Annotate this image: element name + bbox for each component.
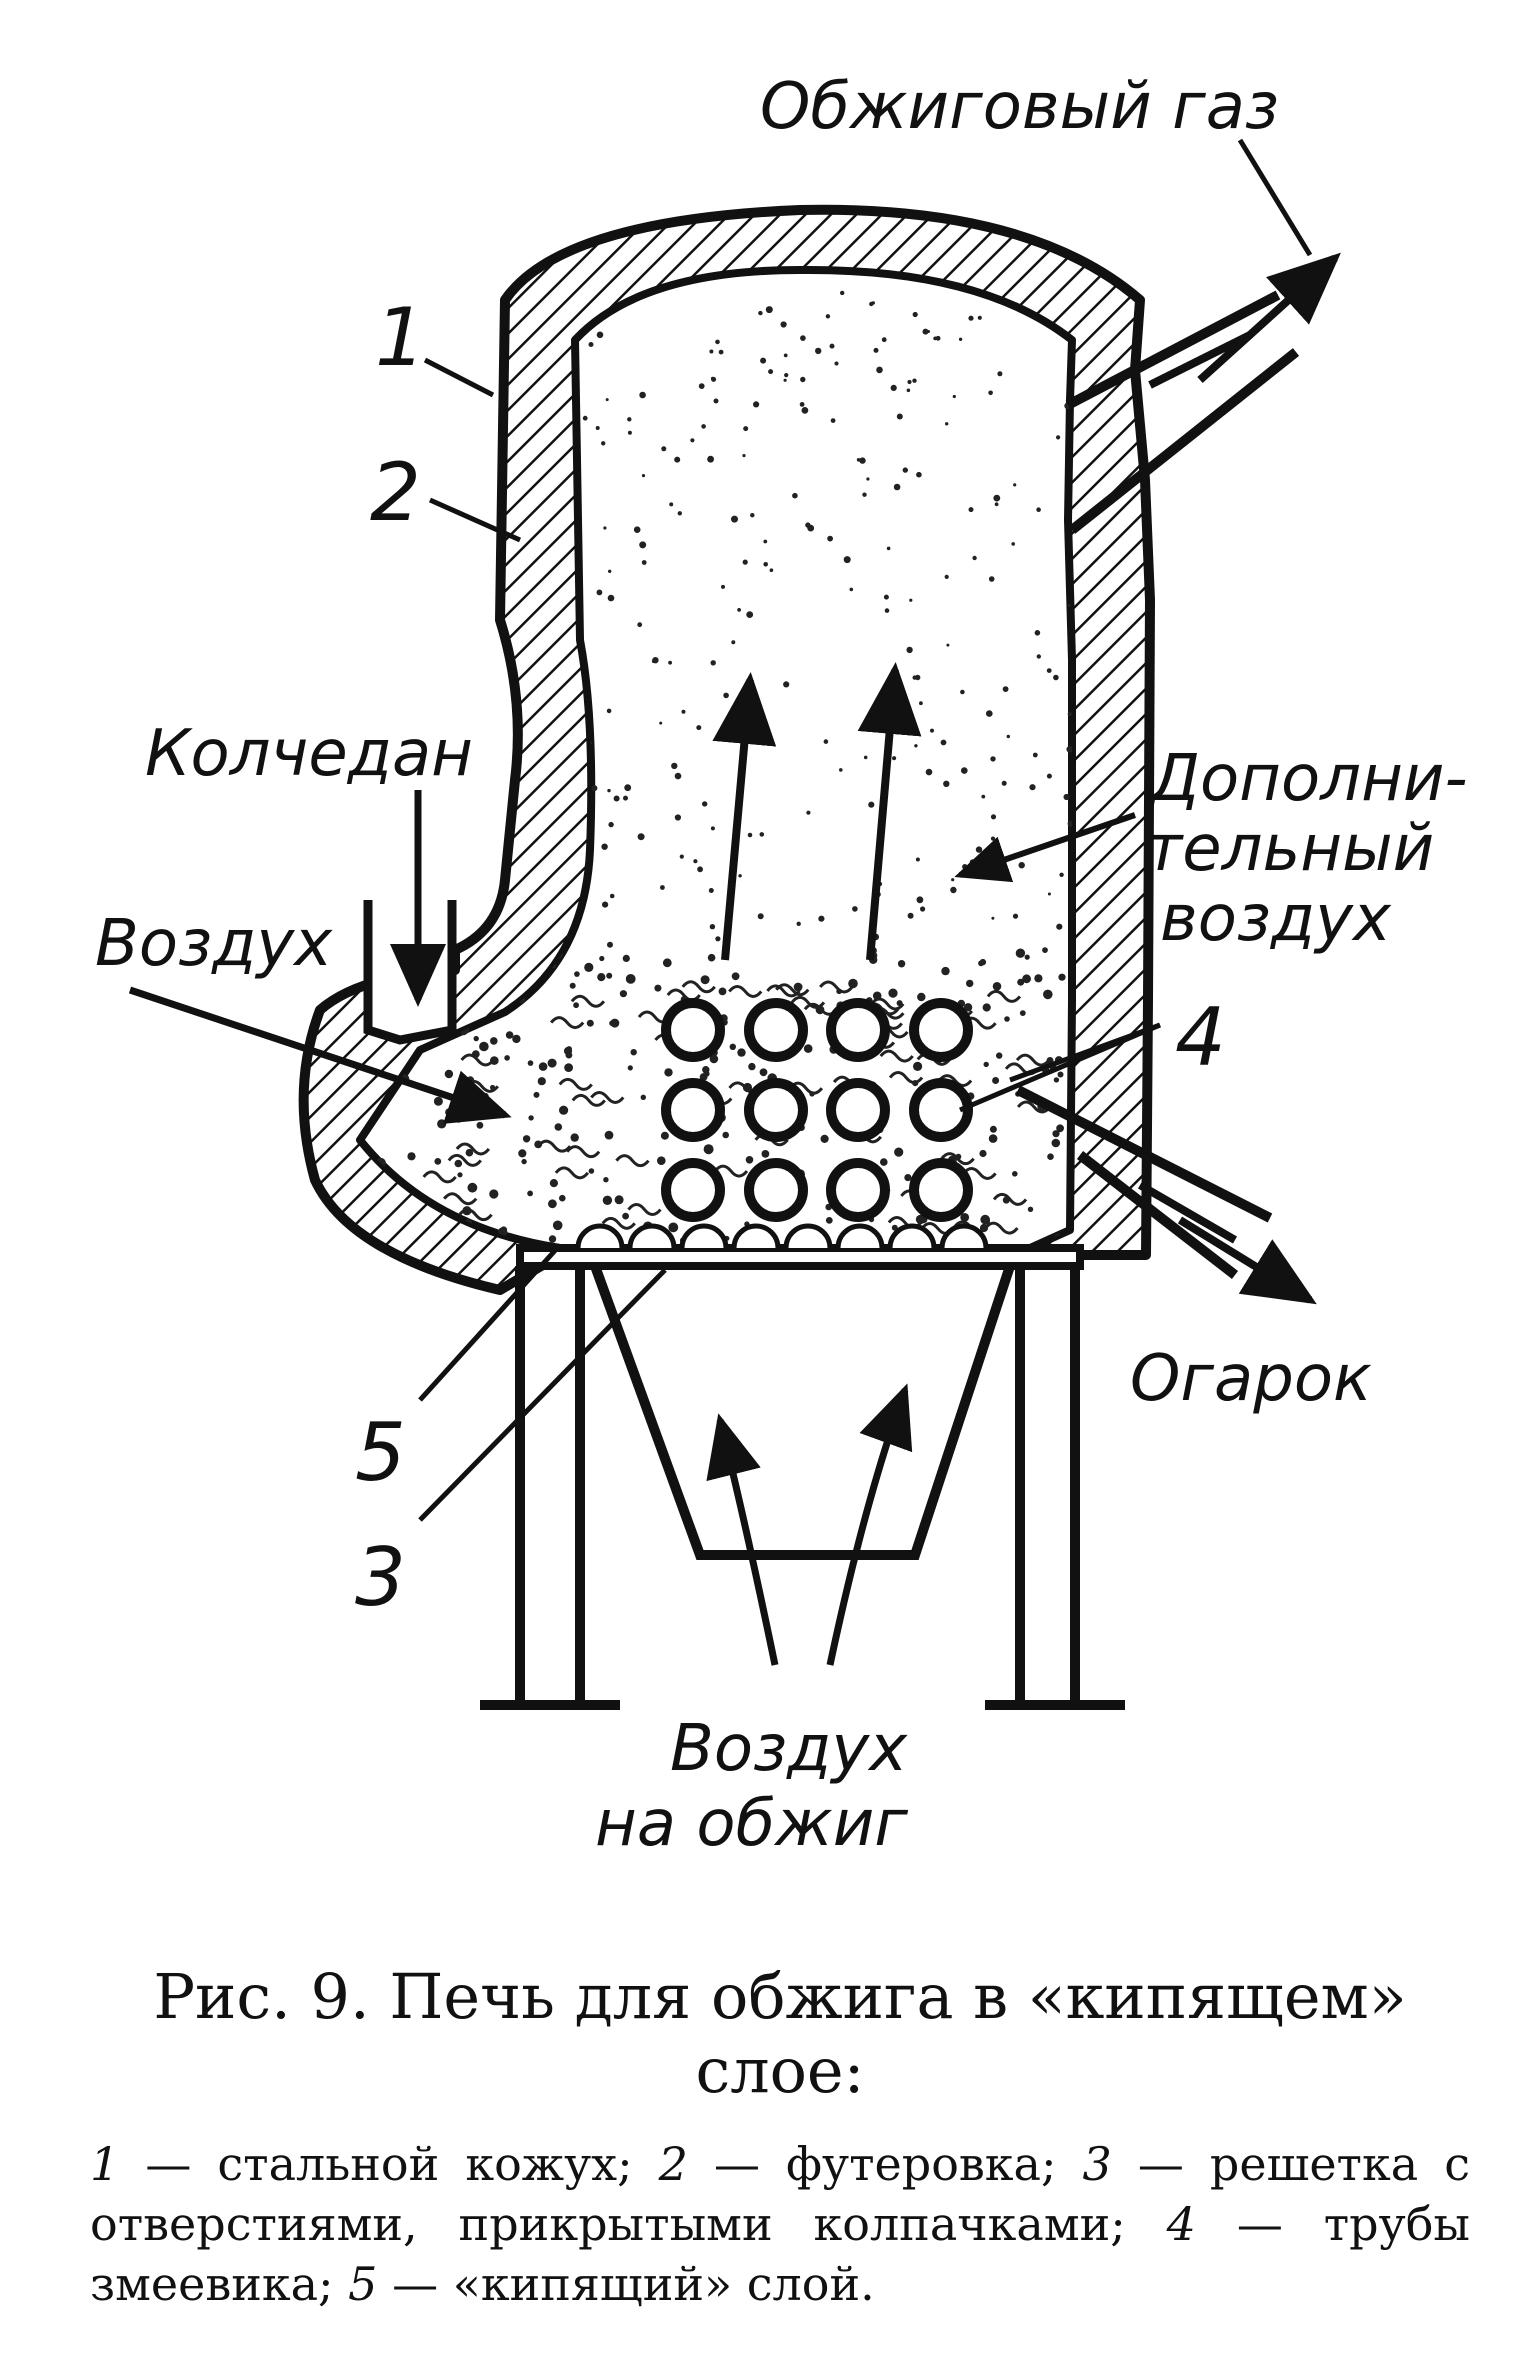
firing-air-arrow-right	[826, 1383, 913, 1666]
air-box	[590, 1264, 1015, 1560]
pyrite-feed-chute	[363, 900, 457, 1045]
upflow-arrow-right	[857, 662, 922, 961]
legend-num-4: 4	[1166, 2197, 1196, 2251]
gas-flow-arrow	[1197, 252, 1341, 383]
legend-text-4: — трубы змеевика;	[90, 2197, 1470, 2311]
caption-title: Рис. 9. Печь для обжига в «кипящем» слое…	[90, 1960, 1470, 2108]
marker-1: 1	[375, 291, 426, 384]
firing-air-label-2: на обжиг	[595, 1787, 908, 1861]
caption-title-line-1: Рис. 9. Печь для обжига в «кипящем»	[153, 1960, 1407, 2033]
legend-text-1: — стальной кожух;	[119, 2137, 659, 2191]
legend-text-2: — футеровка;	[687, 2137, 1083, 2191]
extra-air-label-2: тельный	[1145, 812, 1434, 886]
extra-air-arrow	[954, 812, 1136, 883]
marker-3: 3	[355, 1531, 406, 1624]
caption-legend: 1 — стальной кожух; 2 — футеровка; 3 — р…	[90, 2134, 1470, 2314]
cinder-flow-arrow	[1177, 1216, 1317, 1305]
legend-num-2: 2	[658, 2137, 688, 2191]
extra-air-label-1: Дополни-	[1147, 742, 1468, 816]
marker-4: 4	[1175, 991, 1226, 1084]
legend-num-3: 3	[1082, 2137, 1112, 2191]
leader-lines	[418, 138, 1313, 1522]
pyrite-label: Колчедан	[145, 717, 473, 791]
cinder-label: Огарок	[1130, 1342, 1372, 1416]
upflow-arrow-left	[712, 672, 777, 961]
cinder-outlet-pipe	[1015, 1085, 1273, 1279]
figure-caption: Рис. 9. Печь для обжига в «кипящем» слое…	[90, 1960, 1470, 2314]
legend-text-3: — решетка с отверстиями, прикрытыми колп…	[90, 2137, 1470, 2251]
legend-num-1: 1	[90, 2137, 120, 2191]
coil-tubes	[661, 998, 973, 1222]
air-label: Воздух	[95, 907, 333, 981]
firing-air-arrow-left	[706, 1413, 779, 1666]
marker-5: 5	[355, 1406, 406, 1499]
legend-num-5: 5	[348, 2257, 378, 2311]
air-arrow	[128, 986, 512, 1124]
extra-air-label-3: воздух	[1160, 882, 1392, 956]
caption-title-line-2: слое:	[695, 2034, 865, 2107]
grate	[516, 1223, 1084, 1270]
firing-air-label-1: Воздух	[670, 1712, 908, 1786]
marker-2: 2	[370, 446, 421, 539]
legend-text-5: — «кипящий» слой.	[377, 2257, 875, 2311]
support-legs	[480, 1266, 1125, 1710]
gas-label: Обжиговый газ	[760, 70, 1279, 144]
furnace-diagram: Обжиговый газ Колчедан Воздух Дополни- т…	[95, 70, 1468, 1861]
gas-outlet-pipe	[1065, 290, 1300, 534]
